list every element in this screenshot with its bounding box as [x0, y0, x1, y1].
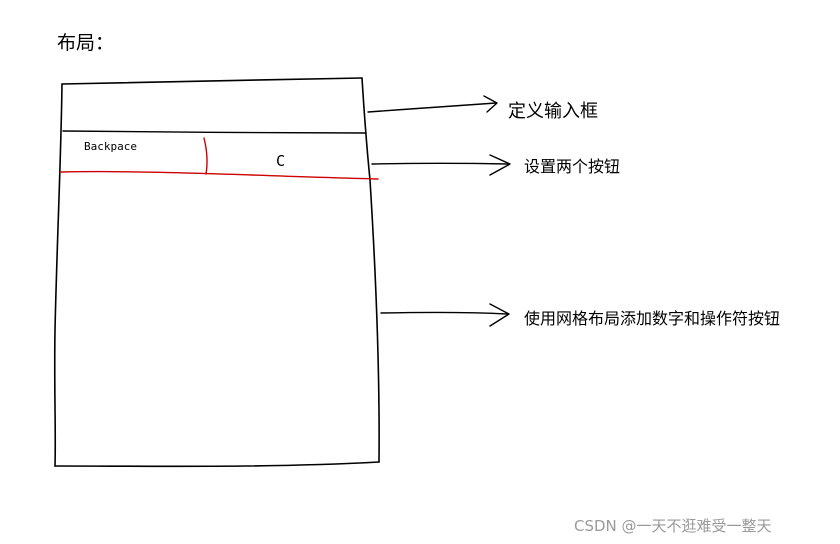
clear-button-label: C	[276, 152, 286, 170]
diagram-title: 布局：	[57, 32, 115, 54]
arrow-input-head	[483, 95, 498, 113]
button-row-red-line	[59, 170, 379, 180]
arrow-buttons-head	[489, 154, 511, 176]
frame-top-edge	[61, 77, 363, 85]
annotation-input-box: 定义输入框	[508, 101, 598, 122]
annotation-two-buttons: 设置两个按钮	[524, 157, 621, 176]
button-split-red-line	[203, 137, 208, 175]
arrow-buttons-line	[371, 162, 510, 165]
arrow-grid-line	[380, 311, 509, 315]
backspace-button-label: Backpace	[84, 140, 137, 153]
arrow-input-line	[367, 102, 497, 113]
input-area-divider	[62, 130, 367, 134]
annotation-grid-layout: 使用网格布局添加数字和操作符按钮	[524, 309, 781, 328]
frame-left-edge	[53, 83, 63, 467]
frame-bottom-edge	[54, 461, 380, 468]
arrow-grid-head	[489, 303, 510, 327]
frame-right-edge	[361, 77, 380, 463]
watermark: CSDN @一天不逛难受一整天	[574, 517, 772, 535]
